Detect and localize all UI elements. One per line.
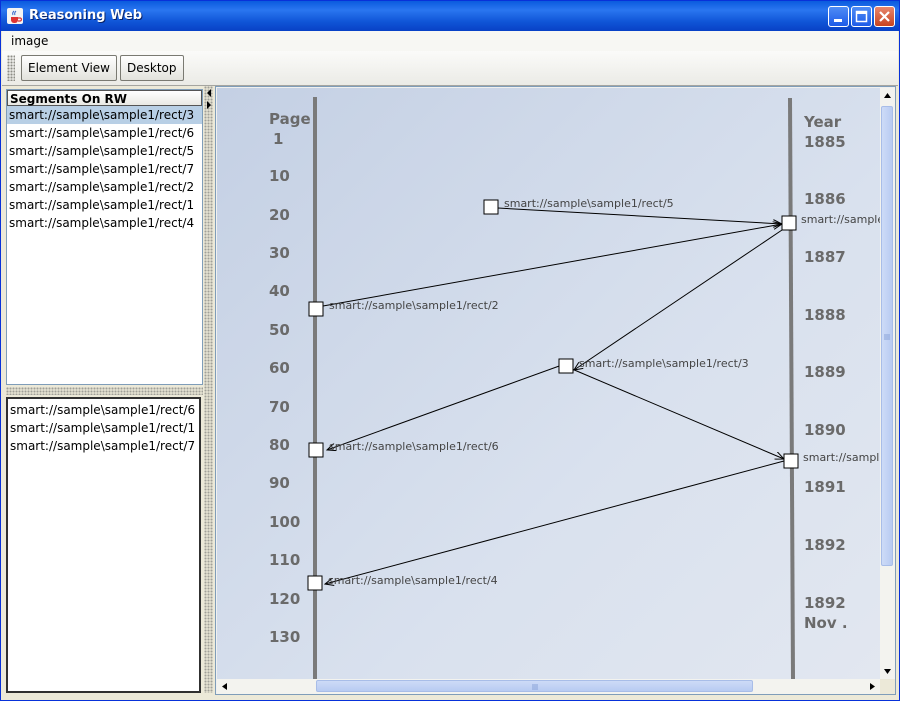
close-button[interactable] xyxy=(874,6,895,27)
year-tick: 1886 xyxy=(804,190,846,208)
expand-right-icon[interactable] xyxy=(205,100,213,110)
scroll-up-button[interactable] xyxy=(880,88,895,103)
page-axis-title: Page xyxy=(269,110,311,128)
page-tick: 1 xyxy=(273,130,283,148)
list-item[interactable]: smart://sample\sample1/rect/4 xyxy=(9,216,195,230)
list-item[interactable]: smart://sample\sample1/rect/1 xyxy=(9,198,195,212)
segment-label: smart://sample xyxy=(801,213,880,226)
year-tick: 1887 xyxy=(804,248,846,266)
arrow-right-icon xyxy=(870,683,875,690)
link-arrow xyxy=(325,460,785,584)
close-icon xyxy=(879,11,890,22)
maximize-button[interactable] xyxy=(851,6,872,27)
horizontal-split-divider[interactable] xyxy=(6,387,203,395)
year-axis-line xyxy=(788,97,795,679)
page-tick: 70 xyxy=(269,398,290,416)
grip-icon xyxy=(532,684,538,690)
list-item[interactable]: smart://sample\sample1/rect/7 xyxy=(9,162,195,176)
segment-label: smart://sample\sample1/rect/3 xyxy=(579,357,749,370)
image-canvas[interactable]: Page 1 10 20 30 40 50 60 70 80 90 100 11… xyxy=(217,88,880,679)
segment-node[interactable] xyxy=(308,301,324,317)
element-view-button[interactable]: Element View xyxy=(21,55,117,81)
related-segments-list: smart://sample\sample1/rect/6 smart://sa… xyxy=(6,397,201,693)
vertical-split-divider[interactable] xyxy=(204,86,213,693)
year-tick: Nov . xyxy=(804,614,848,632)
year-tick: 1888 xyxy=(804,306,846,324)
list-item[interactable]: smart://sample\sample1/rect/6 xyxy=(9,126,195,140)
segment-node[interactable] xyxy=(307,575,323,591)
list-item[interactable]: smart://sample\sample1/rect/5 xyxy=(9,144,195,158)
page-tick: 50 xyxy=(269,321,290,339)
scroll-right-button[interactable] xyxy=(865,679,880,694)
segment-node[interactable] xyxy=(783,453,799,469)
arrow-left-icon xyxy=(222,683,227,690)
page-tick: 20 xyxy=(269,206,290,224)
page-tick: 120 xyxy=(269,590,300,608)
list-item[interactable]: smart://sample\sample1/rect/2 xyxy=(9,180,195,194)
segment-label: smart://sampl xyxy=(803,451,879,464)
arrow-up-icon xyxy=(884,93,891,98)
segment-label: smart://sample\sample1/rect/5 xyxy=(504,197,674,210)
scroll-left-button[interactable] xyxy=(217,679,232,694)
segment-label: smart://sample\sample1/rect/6 xyxy=(329,440,499,453)
link-arrow xyxy=(571,368,784,459)
segments-list-header: Segments On RW xyxy=(7,90,202,106)
page-tick: 130 xyxy=(269,628,300,646)
image-viewer: Page 1 10 20 30 40 50 60 70 80 90 100 11… xyxy=(215,86,896,695)
segment-label: smart://sample\sample1/rect/2 xyxy=(329,299,499,312)
link-arrow xyxy=(327,364,563,450)
page-tick: 30 xyxy=(269,244,290,262)
year-tick: 1890 xyxy=(804,421,846,439)
scroll-corner xyxy=(880,679,895,694)
page-tick: 80 xyxy=(269,436,290,454)
horizontal-scrollbar[interactable] xyxy=(217,679,880,694)
segment-node[interactable] xyxy=(558,358,574,374)
arrow-down-icon xyxy=(884,669,891,674)
list-item[interactable]: smart://sample\sample1/rect/3 xyxy=(7,106,202,124)
toolbar-grip[interactable] xyxy=(7,55,15,81)
year-tick: 1892 xyxy=(804,594,846,612)
scroll-down-button[interactable] xyxy=(880,664,895,679)
minimize-icon xyxy=(834,19,842,22)
desktop-button[interactable]: Desktop xyxy=(120,55,184,81)
list-item[interactable]: smart://sample\sample1/rect/7 xyxy=(10,439,196,453)
segment-node[interactable] xyxy=(308,442,324,458)
link-arrow xyxy=(322,224,782,307)
link-arrow xyxy=(574,227,786,370)
collapse-left-icon[interactable] xyxy=(205,88,213,98)
link-arrow xyxy=(497,207,782,224)
grip-icon xyxy=(884,334,890,340)
java-cup-icon xyxy=(7,8,23,24)
page-tick: 100 xyxy=(269,513,300,531)
year-tick: 1892 xyxy=(804,536,846,554)
list-item[interactable]: smart://sample\sample1/rect/6 xyxy=(10,403,196,417)
timeline-image: Page 1 10 20 30 40 50 60 70 80 90 100 11… xyxy=(269,97,880,679)
segment-node[interactable] xyxy=(483,199,499,215)
menu-bar: image xyxy=(2,31,898,51)
maximize-icon xyxy=(855,10,868,23)
year-axis-title: Year xyxy=(803,113,842,131)
menu-image[interactable]: image xyxy=(11,34,49,48)
title-bar: Reasoning Web xyxy=(1,1,899,31)
year-tick: 1891 xyxy=(804,478,846,496)
toolbar: Element View Desktop xyxy=(2,51,898,86)
year-tick: 1889 xyxy=(804,363,846,381)
page-tick: 40 xyxy=(269,282,290,300)
page-tick: 60 xyxy=(269,359,290,377)
segment-label: smart://sample\sample1/rect/4 xyxy=(328,574,498,587)
vertical-scroll-thumb[interactable] xyxy=(881,106,893,566)
page-tick: 10 xyxy=(269,167,290,185)
vertical-scrollbar[interactable] xyxy=(880,88,895,679)
horizontal-scroll-thumb[interactable] xyxy=(316,680,753,692)
page-tick: 110 xyxy=(269,551,300,569)
minimize-button[interactable] xyxy=(828,6,849,27)
window-title: Reasoning Web xyxy=(29,8,143,23)
list-item[interactable]: smart://sample\sample1/rect/1 xyxy=(10,421,196,435)
segments-list: Segments On RW smart://sample\sample1/re… xyxy=(6,89,203,385)
segment-node[interactable] xyxy=(781,215,797,231)
page-tick: 90 xyxy=(269,474,290,492)
year-tick: 1885 xyxy=(804,133,846,151)
